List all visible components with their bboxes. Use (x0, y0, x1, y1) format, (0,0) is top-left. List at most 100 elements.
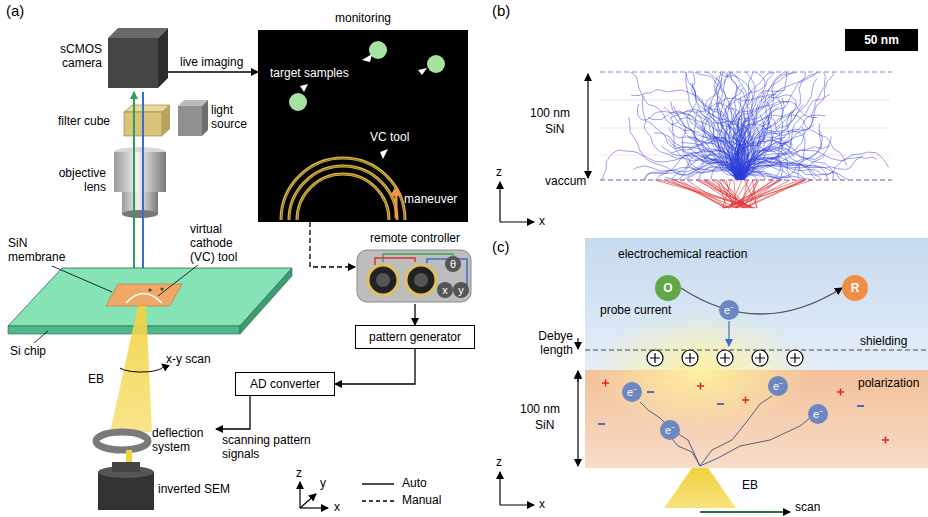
node-text: target samples (270, 66, 349, 80)
sample-dot (369, 41, 387, 59)
sin-membrane (106, 284, 182, 306)
node-text: x (437, 282, 453, 298)
label: 100 nm (520, 402, 560, 416)
trajectory (642, 96, 739, 180)
label: filter cube (58, 114, 110, 128)
label: SiN (545, 122, 564, 136)
label: SiN membrane (8, 236, 70, 264)
node-label: monitoring (258, 11, 468, 25)
trajectory (687, 180, 728, 208)
si-chip (8, 268, 292, 334)
trajectory (636, 157, 739, 180)
trajectory (738, 78, 817, 180)
trajectory (734, 72, 818, 180)
trajectory (686, 72, 741, 180)
label: EB (88, 372, 104, 386)
label: x (539, 497, 545, 511)
trajectory (685, 72, 744, 180)
label: e⁻ (622, 382, 642, 402)
label: virtual cathode (VC) tool (190, 222, 256, 264)
trajectory (675, 180, 725, 208)
label: x (334, 500, 340, 514)
connector (414, 304, 415, 325)
label: z (296, 466, 302, 480)
node-label: deflection system (152, 426, 214, 454)
emission-beam (133, 92, 135, 282)
label: objective lens (36, 166, 106, 194)
edge-label: live imaging (180, 55, 243, 69)
trajectory (740, 72, 788, 180)
node-label: remote controller (355, 231, 475, 245)
electron-beam (664, 468, 736, 508)
label: SiN (535, 418, 554, 432)
scale-bar (845, 29, 918, 51)
knob (437, 282, 453, 298)
trajectory (740, 142, 781, 180)
joystick (376, 273, 390, 287)
deflection-node: deflection system (92, 424, 216, 458)
trajectory (600, 150, 740, 180)
node-text: VC tool (370, 130, 409, 144)
node-label: O (655, 275, 681, 301)
trajectory (677, 170, 738, 180)
filter-cube (124, 105, 170, 136)
label: x-y scan (166, 352, 211, 366)
vc-tool-arc (281, 158, 405, 220)
camera-body (108, 28, 168, 88)
connector (681, 288, 842, 314)
trajectory (670, 180, 729, 208)
label: z (496, 165, 502, 179)
dimension-arrow (577, 338, 578, 466)
label: probe current (600, 303, 671, 317)
joystick (414, 273, 428, 287)
connector (216, 396, 250, 429)
maneuver-arrow (390, 186, 402, 196)
label: x (539, 214, 545, 228)
process-box: pattern generator (355, 325, 475, 349)
sample-dot (289, 93, 307, 111)
knob (445, 256, 461, 272)
trajectory (735, 180, 758, 208)
label: scan (795, 500, 820, 514)
sem-column (98, 462, 154, 510)
glow (590, 312, 810, 432)
trajectory (739, 127, 804, 180)
legend-text: Manual (402, 493, 441, 507)
connector (310, 222, 355, 267)
label: y (320, 476, 326, 490)
label: Si chip (10, 344, 46, 358)
surface-line (600, 179, 892, 180)
scan-arrow (120, 364, 163, 372)
axes (500, 472, 534, 505)
trajectory (625, 72, 738, 180)
process-box: AD converter (235, 372, 335, 396)
trajectory (670, 117, 740, 180)
legend-text: Auto (402, 476, 427, 490)
trajectory (726, 180, 733, 208)
label: vaccum (545, 174, 586, 188)
trajectory (739, 152, 888, 180)
trajectory (737, 72, 801, 180)
trajectory (724, 180, 781, 208)
maneuver-arrow (395, 194, 398, 218)
label: (a) (6, 4, 24, 18)
joystick (406, 265, 436, 295)
node-label: pattern generator (356, 326, 474, 348)
label: e⁻ (719, 300, 739, 320)
label: z (496, 455, 502, 469)
joystick (368, 265, 398, 295)
node-label: sCMOS camera (34, 42, 102, 70)
label: (b) (492, 4, 510, 18)
monitor-screen: monitoringtarget samplesVC toolmaneuver (258, 30, 468, 222)
remote-controller: remote controllerθxy (355, 230, 475, 304)
trajectory (724, 180, 801, 208)
node-label: R (842, 275, 868, 301)
deflection-ring (96, 432, 148, 450)
trajectory (737, 108, 743, 181)
label: inverted SEM (158, 482, 230, 496)
trajectory (738, 72, 834, 180)
trajectory (749, 180, 757, 208)
trajectory-group (600, 72, 889, 180)
